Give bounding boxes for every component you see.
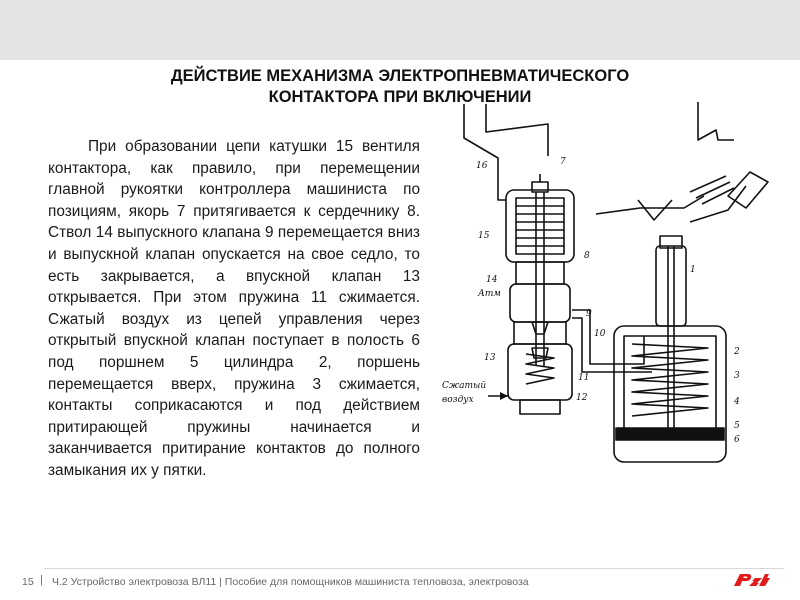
spring-3	[631, 343, 709, 417]
label-14: 14	[486, 275, 498, 285]
label-atm: Атм	[477, 289, 501, 299]
label-16: 16	[476, 161, 488, 171]
contactor-diagram: 16 7 15 8 14 Атм 9 10 13 11 12 Сжатый во…	[428, 96, 780, 476]
footer-caption: Ч.2 Устройство электровоза ВЛ11 | Пособи…	[52, 576, 529, 588]
insulator-1	[655, 245, 687, 327]
valve-cone	[531, 321, 549, 335]
moving-contact	[727, 171, 769, 209]
bottom-cap	[519, 399, 561, 415]
label-15: 15	[478, 231, 490, 241]
label-3: 3	[734, 371, 740, 381]
top-bracket	[697, 102, 734, 141]
footer-separator: |	[40, 574, 43, 586]
label-13: 13	[484, 353, 496, 363]
footer: 15 | Ч.2 Устройство электровоза ВЛ11 | П…	[0, 566, 800, 600]
wire-2	[485, 104, 549, 156]
label-2: 2	[733, 347, 740, 357]
label-4: 4	[733, 397, 740, 407]
label-9: 9	[586, 309, 592, 319]
rzd-logo-icon	[734, 574, 770, 586]
label-11: 11	[578, 373, 589, 383]
label-12: 12	[576, 393, 588, 403]
slide-title-line-1: ДЕЙСТВИЕ МЕХАНИЗМА ЭЛЕКТРОПНЕВМАТИЧЕСКОГ…	[170, 67, 630, 85]
slide-title-line-2: КОНТАКТОРА ПРИ ВКЛЮЧЕНИИ	[268, 88, 532, 106]
label-7: 7	[560, 157, 566, 167]
body-paragraph: При образовании цепи катушки 15 вентиля …	[48, 138, 420, 479]
spring-11	[525, 353, 555, 385]
valve-neck	[515, 261, 565, 285]
valve-seat	[513, 321, 567, 345]
label-air-line-1: Сжатый	[442, 381, 486, 391]
rzd-logo	[732, 570, 772, 590]
valve-body-9	[509, 283, 571, 323]
coil-inner	[515, 197, 565, 255]
wire-1	[463, 104, 506, 201]
footer-divider	[44, 568, 784, 569]
label-6: 6	[734, 435, 740, 445]
label-1: 1	[690, 265, 696, 275]
label-8: 8	[584, 251, 590, 261]
piston-5	[615, 427, 725, 441]
label-10: 10	[594, 329, 606, 339]
header-band	[0, 0, 800, 60]
label-5: 5	[734, 421, 740, 431]
inlet-valve-13	[531, 347, 549, 359]
slide-title: ДЕЙСТВИЕ МЕХАНИЗМА ЭЛЕКТРОПНЕВМАТИЧЕСКОГ…	[60, 66, 740, 108]
contactor-drawing: 16 7 15 8 14 Атм 9 10 13 11 12 Сжатый во…	[442, 102, 769, 463]
page-number: 15	[22, 576, 34, 588]
lower-chamber	[507, 343, 573, 401]
contact-lever	[595, 195, 705, 215]
label-air-line-2: воздух	[442, 395, 474, 405]
insulator-cap	[659, 235, 683, 249]
